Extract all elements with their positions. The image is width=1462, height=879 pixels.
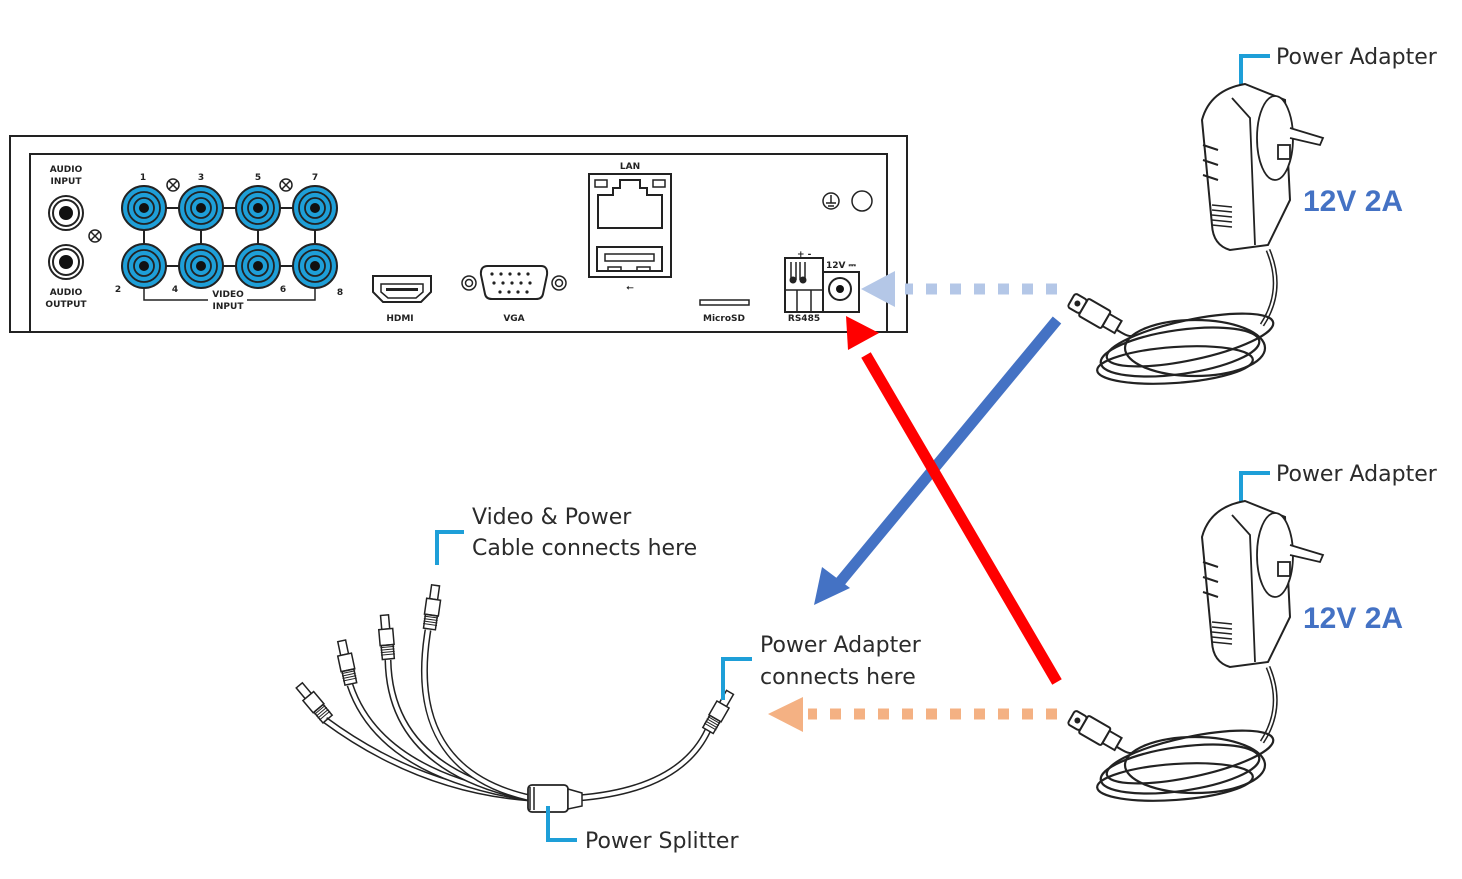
- lan-usb-block: [588, 173, 672, 278]
- audio-input-label-2: INPUT: [51, 177, 83, 187]
- power-adapter-label: Power Adapter: [1276, 462, 1438, 487]
- callout-line: [546, 806, 577, 842]
- channel-4-label: 4: [172, 285, 178, 295]
- dc-plug-icon: [1067, 710, 1123, 752]
- callout-line: [435, 530, 464, 565]
- arrow-adapter2-to-splitter: [768, 697, 1057, 732]
- dc-plug-icon: [422, 583, 442, 631]
- usb-icon: ⭠: [626, 283, 634, 293]
- channel-3-label: 3: [198, 173, 204, 183]
- bnc-video-input-3[interactable]: [178, 185, 224, 231]
- hdmi-port[interactable]: [372, 275, 432, 303]
- lan-port[interactable]: [594, 179, 666, 229]
- adapter-connects-label-2: connects here: [760, 665, 916, 690]
- dvr-rear-panel: AUDIO INPUT AUDIO OUTPUT 1 3 5 7 2 4 6 8…: [9, 135, 908, 333]
- bnc-video-input-2[interactable]: [121, 243, 167, 289]
- dc-plug-icon: [1067, 293, 1123, 335]
- lan-label: LAN: [620, 162, 640, 172]
- screw-icon: [279, 178, 293, 192]
- microsd-label: MicroSD: [703, 314, 745, 324]
- audio-input-jack[interactable]: [48, 195, 84, 231]
- power-adapter-1: Power Adapter 12V 2A: [1067, 45, 1438, 385]
- screw-icon: [166, 178, 180, 192]
- channel-1-label: 1: [140, 173, 146, 183]
- callouts: Video & Power Cable connects here Power …: [435, 505, 922, 854]
- channel-2-label: 2: [115, 285, 121, 295]
- adapter-spec-label: 12V 2A: [1303, 602, 1403, 635]
- usb-port[interactable]: [596, 246, 663, 272]
- power-adapter-2: Power Adapter 12V 2A: [1067, 462, 1438, 802]
- rs485-label: RS485: [788, 314, 820, 324]
- channel-8-label: 8: [337, 288, 343, 298]
- arrow-adapter1-to-dvr: [861, 271, 1057, 307]
- video-input-group: 1 3 5 7 2 4 6 8 VIDEO INPUT: [115, 173, 343, 312]
- vga-port[interactable]: [461, 265, 567, 300]
- arrows: [768, 271, 1062, 732]
- video-power-label-2: Cable connects here: [472, 536, 697, 561]
- video-input-label: VIDEO: [212, 290, 244, 300]
- microsd-slot[interactable]: [699, 299, 750, 306]
- bnc-video-input-7[interactable]: [292, 185, 338, 231]
- splitter-cables: [322, 629, 712, 802]
- audio-output-label-2: OUTPUT: [45, 300, 87, 310]
- adapter-spec-label: 12V 2A: [1303, 185, 1403, 218]
- dc-plug-icon: [377, 613, 396, 661]
- channel-7-label: 7: [312, 173, 318, 183]
- dc-jack-icon: [701, 689, 735, 735]
- audio-output-label: AUDIO: [50, 288, 83, 298]
- adapter-body-icon: [1200, 499, 1325, 669]
- power-splitter: [295, 583, 735, 813]
- power-input-label: 12V ⎓: [826, 261, 857, 271]
- dc-plug-icon: [336, 639, 358, 687]
- audio-output-jack[interactable]: [48, 244, 84, 280]
- channel-6-label: 6: [280, 285, 286, 295]
- splitter-body: [527, 784, 583, 813]
- audio-input-label: AUDIO: [50, 165, 83, 175]
- screw-icon: [88, 229, 102, 243]
- power-splitter-label: Power Splitter: [585, 829, 739, 854]
- dc-power-input[interactable]: [822, 271, 860, 313]
- bnc-video-input-1[interactable]: [121, 185, 167, 231]
- arrow-adapter2-to-dvr: [846, 316, 1062, 685]
- bnc-video-input-4[interactable]: [178, 243, 224, 289]
- video-power-label: Video & Power: [472, 505, 632, 530]
- power-adapter-label: Power Adapter: [1276, 45, 1438, 70]
- callout-line: [721, 657, 752, 700]
- dvr-inner-panel: [29, 153, 888, 333]
- channel-5-label: 5: [255, 173, 261, 183]
- adapter-body-icon: [1200, 82, 1325, 252]
- arrow-adapter1-to-splitter: [814, 316, 1062, 605]
- vga-label: VGA: [503, 314, 524, 324]
- dc-plug-icon: [295, 681, 334, 724]
- bnc-video-input-5[interactable]: [235, 185, 281, 231]
- video-input-label-2: INPUT: [213, 302, 245, 312]
- adapter-cord-icon: [1094, 666, 1278, 802]
- mounting-hole: [851, 190, 873, 212]
- bnc-video-input-6[interactable]: [235, 243, 281, 289]
- adapter-cord-icon: [1094, 249, 1278, 385]
- bnc-video-input-8[interactable]: [292, 243, 338, 289]
- adapter-connects-label: Power Adapter: [760, 633, 922, 658]
- ground-icon: [822, 192, 840, 210]
- callout-line: [1239, 54, 1270, 96]
- rs485-terminal[interactable]: [784, 257, 824, 313]
- rs485-polarity: + -: [797, 250, 812, 260]
- callout-line: [1239, 471, 1270, 513]
- hdmi-label: HDMI: [386, 314, 413, 324]
